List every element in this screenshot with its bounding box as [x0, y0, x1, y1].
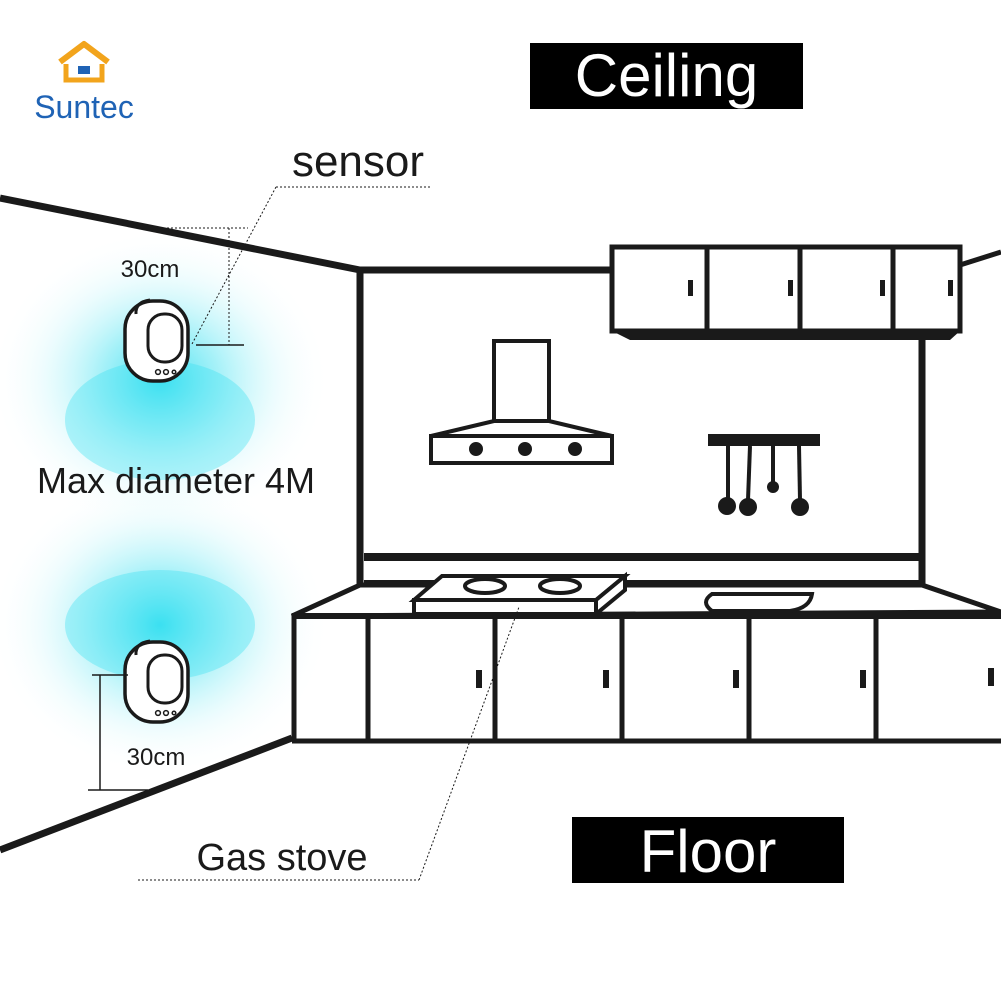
countertop	[290, 582, 1001, 619]
gas-stove-leader-line	[138, 606, 520, 881]
top-distance-label: 30cm	[121, 256, 180, 283]
gas-sensor-icon	[123, 298, 190, 383]
floor-label: Floor	[572, 817, 844, 885]
bottom-distance-label: 30cm	[127, 744, 186, 771]
utensil-rack-icon	[708, 434, 820, 516]
bottom-distance-marker	[88, 674, 148, 791]
brand-name: Suntec	[34, 89, 134, 125]
upper-cabinets	[609, 244, 963, 340]
detection-range-bottom	[0, 475, 330, 775]
suntec-logo: Suntec	[34, 41, 134, 125]
lower-cabinets	[291, 616, 1001, 744]
ceiling-label: Ceiling	[530, 43, 803, 109]
gas-stove-label: Gas stove	[196, 837, 367, 879]
sink-icon	[704, 592, 815, 613]
coverage-label: Max diameter 4M	[37, 460, 315, 501]
room-lines	[0, 194, 1001, 854]
top-distance-marker	[167, 227, 248, 346]
range-hood-icon	[429, 339, 614, 465]
sensor-label: sensor	[292, 137, 424, 186]
gas-stove-icon	[408, 571, 631, 619]
gas-sensor-icon	[123, 639, 190, 724]
sensor-leader-line	[191, 186, 432, 345]
